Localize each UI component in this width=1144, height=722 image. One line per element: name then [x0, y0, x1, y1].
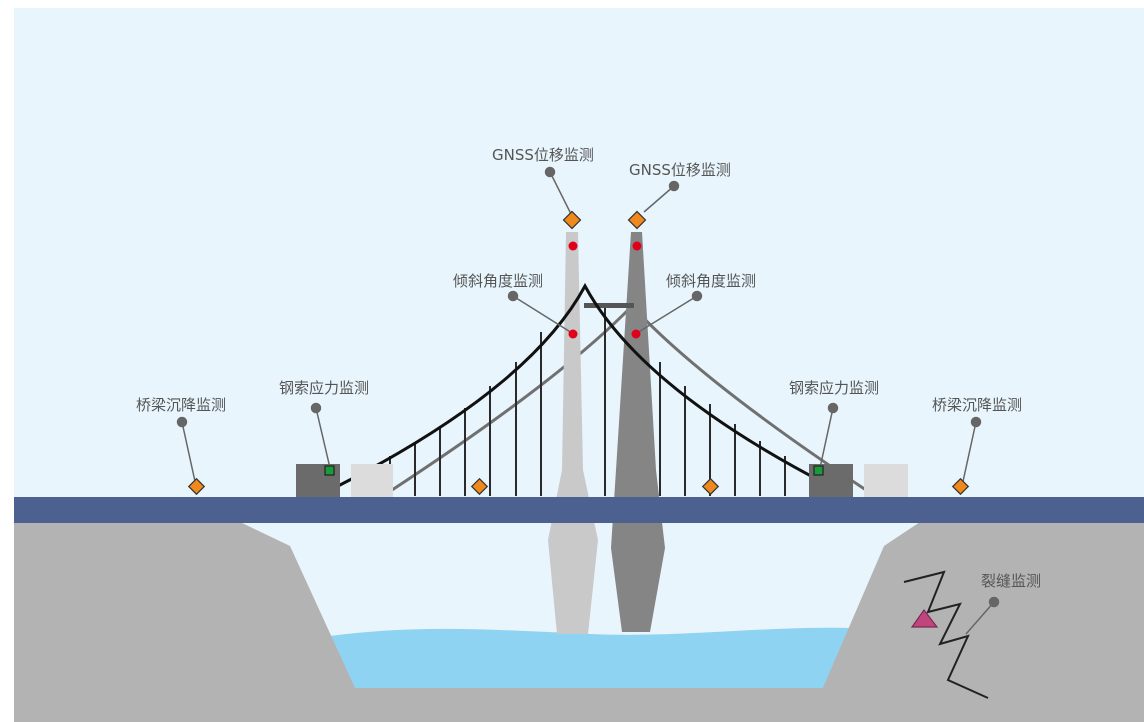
- tower-crossbeam: [584, 303, 634, 308]
- label-crack: 裂缝监测: [981, 572, 1041, 590]
- riverbed: [14, 688, 1144, 722]
- label-gnss-right: GNSS位移监测: [629, 161, 731, 179]
- cable-stress-right-square-icon[interactable]: [813, 465, 824, 476]
- tilt-right-dot-icon[interactable]: [631, 329, 641, 339]
- right-anchorage-light: [864, 464, 908, 498]
- gnss-left-diamond-icon[interactable]: [562, 210, 582, 230]
- label-settle-left: 桥梁沉降监测: [136, 396, 226, 414]
- label-cable-right: 钢索应力监测: [789, 379, 879, 397]
- river-water: [330, 627, 850, 690]
- label-tilt-left: 倾斜角度监测: [453, 272, 543, 290]
- label-cable-left: 钢索应力监测: [279, 379, 369, 397]
- label-settle-right: 桥梁沉降监测: [932, 396, 1022, 414]
- tower-dot-right-top-icon[interactable]: [632, 241, 642, 251]
- crack-triangle-icon[interactable]: [910, 608, 939, 628]
- deck-diamond-2-icon[interactable]: [470, 477, 489, 496]
- settle-left-diamond-icon[interactable]: [187, 477, 206, 496]
- gnss-right-diamond-icon[interactable]: [627, 210, 647, 230]
- leader-lines: [176, 166, 1000, 635]
- settle-right-diamond-icon[interactable]: [951, 477, 970, 496]
- right-bank: [822, 522, 1144, 690]
- left-bank: [14, 522, 356, 690]
- left-tower: [548, 232, 598, 634]
- tilt-left-dot-icon[interactable]: [568, 329, 578, 339]
- left-anchorage-light: [351, 464, 393, 498]
- bridge-deck: [14, 497, 1144, 523]
- crack-line: [903, 570, 989, 699]
- label-gnss-left: GNSS位移监测: [492, 146, 594, 164]
- right-tower: [611, 232, 665, 632]
- deck-diamond-3-icon[interactable]: [701, 477, 720, 496]
- main-cable: [337, 282, 831, 488]
- cable-stress-left-square-icon[interactable]: [324, 465, 335, 476]
- tower-dot-left-top-icon[interactable]: [568, 241, 578, 251]
- label-tilt-right: 倾斜角度监测: [666, 272, 756, 290]
